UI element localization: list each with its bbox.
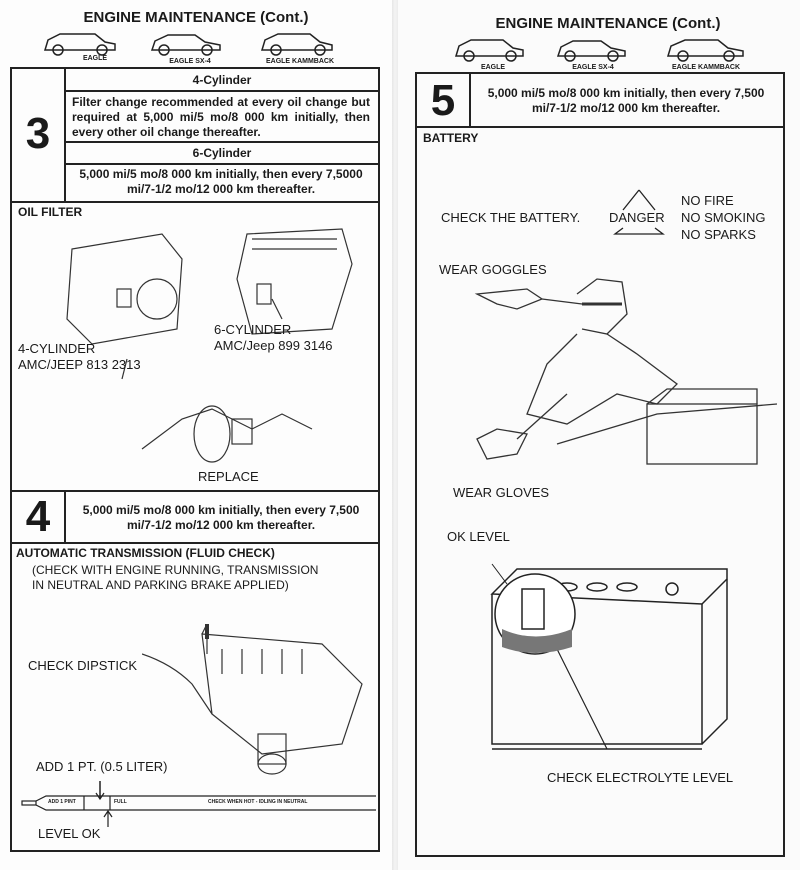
check-battery-label: CHECK THE BATTERY. [441,210,581,225]
car-illustrations [43,33,333,56]
car-label-sx4: EAGLE SX-4 [572,64,614,71]
label: 6-CYLINDER [214,322,292,337]
dipstick-add-mark: ADD 1 PINT [48,799,76,805]
part-number: AMC/Jeep 899 3146 [214,338,333,353]
warnings-list: NO FIRE NO SMOKING NO SPARKS [681,192,766,243]
left-page: ENGINE MAINTENANCE (Cont.) EAGLE EAGLE S… [0,0,392,870]
six-cylinder-text: 5,000 mi/5 mo/8 000 km initially, then e… [79,167,363,196]
step4-text: 5,000 mi/5 mo/8 000 km initially, then e… [82,503,360,532]
wear-goggles-label: WEAR GOGGLES [439,262,547,277]
wear-gloves-label: WEAR GLOVES [453,485,550,500]
car-label-eagle: EAGLE [480,64,506,71]
section-heading: AUTOMATIC TRANSMISSION (FLUID CHECK) [16,546,275,560]
oil-filter-illustration [66,228,353,463]
right-page: ENGINE MAINTENANCE (Cont.) EAGLE EAGLE S… [398,0,800,870]
step-number: 5 [430,76,456,125]
part-number: AMC/JEEP 813 2313 [18,357,141,372]
page-title: ENGINE MAINTENANCE (Cont.) [495,15,721,32]
label: 4-CYLINDER [18,341,96,356]
ok-level-label: OK LEVEL [447,529,510,544]
four-cylinder-text: Filter change recommended at every oil c… [72,95,370,139]
car-label-kammback: EAGLE KAMMBACK [671,64,741,71]
page-gutter [390,0,400,870]
six-cylinder-header: 6-Cylinder [192,146,252,160]
car-label-sx4: EAGLE SX-4 [169,58,211,65]
battery-safety-illustration [474,278,777,465]
maintenance-box: 5 5,000 mi/5 mo/8 000 km initially, then… [415,72,785,857]
four-cylinder-header: 4-Cylinder [192,73,252,87]
warning-item: NO SMOKING [681,210,766,225]
dipstick-scale [21,781,376,827]
car-label-kammback: EAGLE KAMMBACK [265,58,335,65]
car-illustrations [454,39,744,62]
danger-triangle-icon [613,189,665,235]
level-ok-label: LEVEL OK [38,826,101,841]
danger-label: DANGER [609,210,665,225]
dipstick-full-mark: FULL [114,799,127,805]
step5-text: 5,000 mi/5 mo/8 000 km initially, then e… [487,86,765,115]
dipstick-note: CHECK WHEN HOT - IDLING IN NEUTRAL [208,799,308,805]
replace-label: REPLACE [198,469,259,484]
warning-item: NO FIRE [681,193,734,208]
check-electrolyte-label: CHECK ELECTROLYTE LEVEL [547,770,734,785]
step-number: 3 [25,109,51,158]
add-label: ADD 1 PT. (0.5 LITER) [36,759,168,774]
warning-item: NO SPARKS [681,227,756,242]
car-label-eagle: EAGLE [82,55,108,62]
section-heading: OIL FILTER [18,205,83,219]
trans-note: (CHECK WITH ENGINE RUNNING, TRANSMISSION… [32,563,319,592]
page-title: ENGINE MAINTENANCE (Cont.) [83,9,309,26]
battery-illustration [490,563,728,750]
section-heading: BATTERY [423,131,479,145]
dipstick-illustration [142,624,363,775]
check-dipstick-label: CHECK DIPSTICK [28,658,138,673]
maintenance-box: 3 4-Cylinder Filter change recommended a… [10,67,380,852]
step-number: 4 [25,492,51,541]
